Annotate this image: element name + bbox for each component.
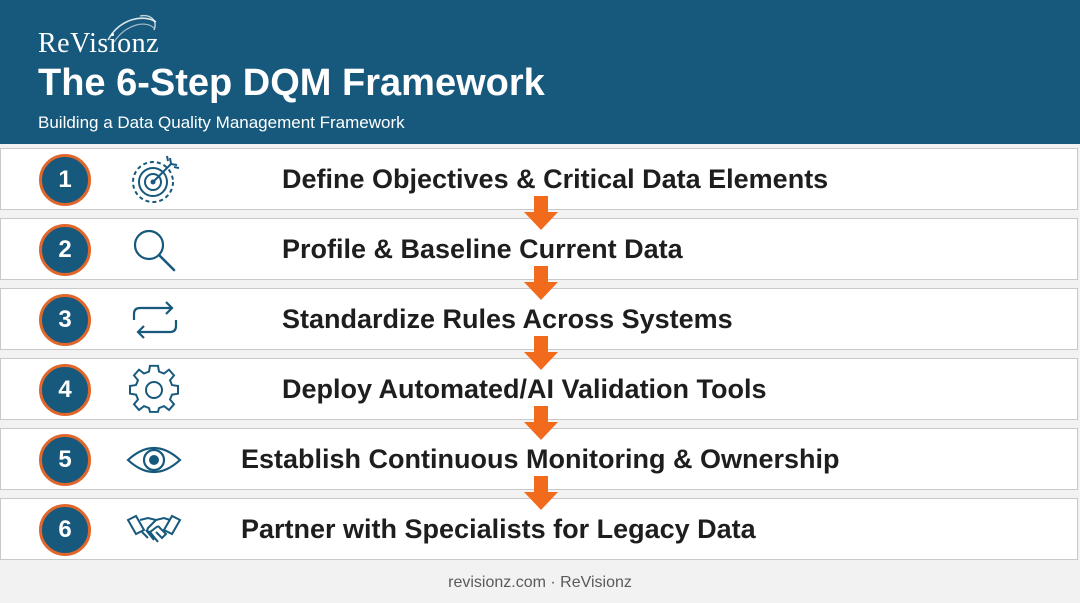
step-row-2: 2 Profile & Baseline Current Data [0,218,1078,280]
step-number-badge: 2 [39,224,91,276]
step-row-3: 3 Standardize Rules Across Systems [0,288,1078,350]
magnifier-icon [126,224,182,276]
step-label: Profile & Baseline Current Data [282,234,683,264]
step-label: Standardize Rules Across Systems [282,304,733,334]
down-arrow-icon [524,406,558,440]
step-number-badge: 3 [39,294,91,346]
page-subtitle: Building a Data Quality Management Frame… [38,113,405,132]
step-row-6: 6 Partner with Specialists for Legacy Da… [0,498,1078,560]
step-number-badge: 5 [39,434,91,486]
page-title: The 6-Step DQM Framework [38,62,545,104]
footer-credit: revisionz.com · ReVisionz [448,574,632,591]
down-arrow-icon [524,266,558,300]
down-arrow-icon [524,476,558,510]
step-label: Define Objectives & Critical Data Elemen… [282,164,829,194]
step-number-badge: 4 [39,364,91,416]
brand-logo: ReVisionz [38,28,160,59]
step-label: Partner with Specialists for Legacy Data [241,514,756,544]
step-row-1: 1 Define Objectives & Critical Data Elem… [0,148,1078,210]
down-arrow-icon [524,336,558,370]
step-label: Establish Continuous Monitoring & Owners… [241,444,840,474]
step-label: Deploy Automated/AI Validation Tools [282,374,767,404]
logo-swoosh-icon [107,14,157,43]
handshake-icon [126,504,182,556]
gear-icon [126,364,182,416]
eye-icon [126,434,182,486]
step-number-badge: 6 [39,504,91,556]
step-number-badge: 1 [39,154,91,206]
down-arrow-icon [524,196,558,230]
sync-arrows-icon [126,294,182,346]
header-banner: ReVisionz The 6-Step DQM Framework Build… [0,0,1080,144]
target-icon [126,154,182,206]
